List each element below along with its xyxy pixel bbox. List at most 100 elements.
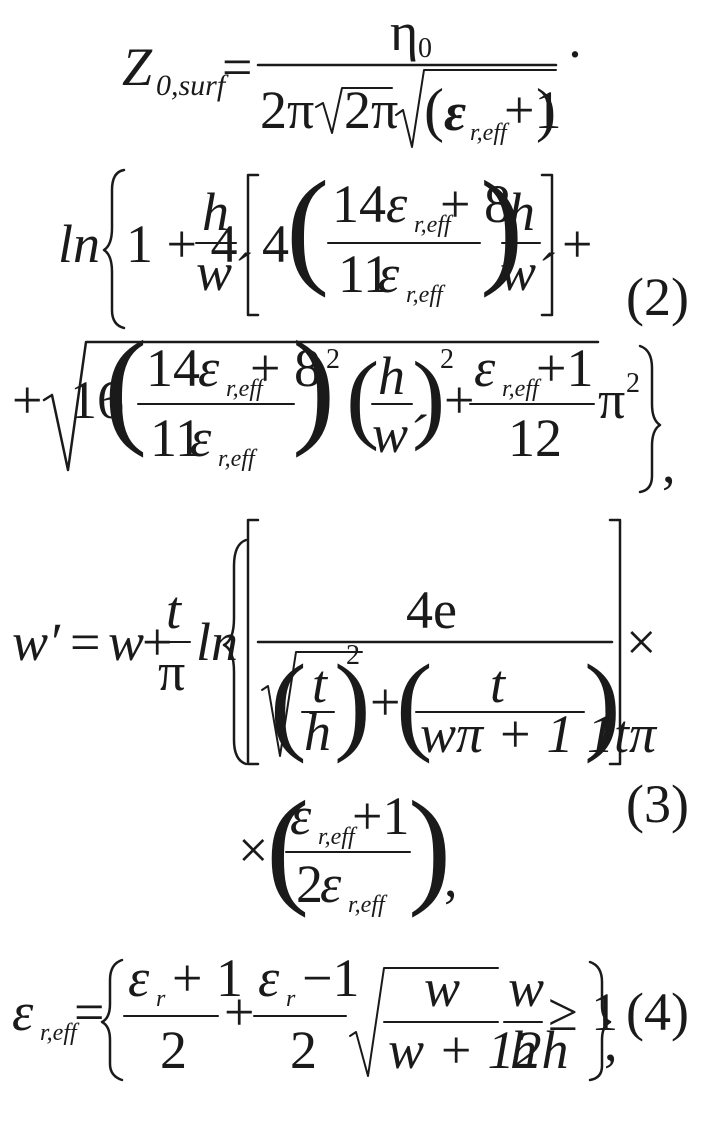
- epsilon-den-4: ε: [320, 854, 342, 914]
- fourteen-2: 14: [146, 338, 200, 398]
- square-3: 2: [626, 368, 640, 399]
- equation-epsilon-eff: ε r,eff = ε r + 1 2 + ε r −1 2 w w + 12h…: [12, 948, 689, 1082]
- times-2: ×: [238, 820, 268, 880]
- equals-2: =: [70, 612, 100, 672]
- sqrt-eps-radical: [395, 69, 557, 148]
- four-e: 4e: [406, 580, 457, 640]
- ln-symbol-2: ln: [196, 612, 238, 672]
- equals-3: =: [74, 982, 104, 1042]
- paren-close-4: ): [412, 341, 445, 452]
- paren-open-4: (: [346, 341, 379, 452]
- epsilon-den-2-sub: r,eff: [218, 446, 258, 472]
- plus-6: +: [224, 982, 254, 1042]
- big-sqrt-radical: [42, 340, 600, 472]
- z-symbol: Z: [122, 37, 153, 97]
- equation-ln-line1: ln 1 + 4 h w´ 4 ( 14 ε r,eff + 8 11 ε r,…: [58, 155, 689, 330]
- plus-2: +: [12, 370, 42, 430]
- four-coefficient: 4: [262, 214, 289, 274]
- fourteen-1: 14: [332, 174, 386, 234]
- epsilon-num-2-sub: r,eff: [226, 376, 266, 402]
- epsilon-lhs: ε: [12, 982, 34, 1042]
- w-prime-denominator-2: w´: [500, 242, 555, 302]
- paren-open-7: (: [266, 775, 309, 919]
- close-paren: ): [536, 77, 556, 143]
- twelve: 12: [508, 408, 562, 468]
- plus-one-2: +1: [536, 338, 593, 398]
- two-pi-radicand: 2π: [344, 80, 398, 140]
- epsilon-r-1: ε: [128, 948, 150, 1008]
- minus-one: −1: [302, 948, 359, 1008]
- square-4: 2: [346, 640, 360, 671]
- paren-open-6: (: [396, 642, 433, 764]
- epsilon-lhs-sub: r,eff: [40, 1020, 80, 1046]
- w-prime-denominator: w´: [196, 242, 251, 302]
- square-1: 2: [326, 344, 340, 375]
- square-2: 2: [440, 344, 454, 375]
- trailing-comma-3: ,: [604, 1012, 618, 1072]
- sqrt-t-over-h-radical: [261, 651, 363, 757]
- h-numerator: h: [202, 182, 229, 242]
- right-brace-3: [588, 960, 612, 1082]
- left-bracket: [246, 173, 260, 317]
- left-brace: [102, 168, 126, 330]
- w-prime-lhs: w′: [12, 612, 61, 672]
- epsilon-den-2: ε: [190, 408, 212, 468]
- z-subscript: 0,surf: [156, 69, 229, 102]
- h-denominator-2: h: [510, 1020, 537, 1080]
- paren-close-3: ): [292, 315, 335, 459]
- epsilon-symbol: ε: [444, 82, 466, 142]
- paren-open-5: (: [270, 642, 307, 764]
- epsilon-num-2: ε: [198, 338, 220, 398]
- sixteen: 16: [70, 370, 124, 430]
- open-paren: (: [424, 77, 444, 143]
- paren-close-7: ): [408, 775, 451, 919]
- equation-3-number: (3): [626, 774, 689, 834]
- t-numerator: t: [166, 580, 183, 640]
- equation-2-number: (2): [626, 267, 689, 327]
- plus-eight-2: + 8: [250, 338, 321, 398]
- left-bracket-2: [246, 518, 260, 766]
- pi-squared: π: [598, 370, 625, 430]
- equation-sqrt-line: + 16 ( 14 ε r,eff + 8 11 ε r,eff ) 2 ( h…: [12, 315, 676, 494]
- eleven-1: 11: [338, 244, 390, 304]
- t-numerator-3: t: [490, 654, 507, 714]
- w-plus-12h: w + 12h: [388, 1020, 568, 1080]
- epsilon-num-4-sub: r,eff: [318, 824, 358, 850]
- epsilon-num-1: ε: [386, 174, 408, 234]
- epsilon-num-3-sub: r,eff: [502, 376, 542, 402]
- epsilon-subscript: r,eff: [470, 120, 510, 146]
- equals-sign: =: [222, 37, 252, 97]
- left-brace-2: [222, 538, 248, 766]
- ln-symbol: ln: [58, 214, 100, 274]
- h-numerator-3: h: [378, 346, 405, 406]
- epsilon-r-2-sub: r: [286, 986, 296, 1012]
- wpi-denominator: wπ + 1 1tπ: [420, 704, 658, 764]
- eleven-2: 11: [150, 408, 202, 468]
- right-brace: [638, 344, 662, 494]
- plus-5: +: [370, 672, 400, 732]
- epsilon-den-4-sub: r,eff: [348, 892, 388, 918]
- two-2: 2: [160, 1020, 187, 1080]
- w-term: w: [108, 612, 144, 672]
- w-numerator-2: w: [508, 958, 544, 1018]
- epsilon-den-1: ε: [378, 244, 400, 304]
- epsilon-num-1-sub: r,eff: [414, 212, 454, 238]
- paren-close-5: ): [334, 642, 371, 764]
- plus-eight-1: + 8: [440, 174, 511, 234]
- equation-w-prime: w′ = w + t π ln 4e ( t h ) 2 + ( t wπ + …: [12, 518, 689, 919]
- pi-denominator: π: [158, 642, 185, 702]
- right-bracket-2: [608, 518, 622, 766]
- ge-one: ≥ 1: [548, 982, 618, 1042]
- right-bracket: [540, 173, 554, 317]
- epsilon-num-3: ε: [474, 338, 496, 398]
- paren-open-2: (: [286, 155, 329, 299]
- two-pi-term: 2π: [260, 80, 314, 140]
- plus-one: +1: [504, 80, 561, 140]
- left-brace-3: [100, 958, 124, 1082]
- equation-4-number: (4): [626, 982, 689, 1042]
- w-prime-denominator-3: w´: [372, 404, 427, 464]
- dot-operator: ·: [566, 24, 584, 84]
- two-3: 2: [290, 1020, 317, 1080]
- epsilon-r-2: ε: [258, 948, 280, 1008]
